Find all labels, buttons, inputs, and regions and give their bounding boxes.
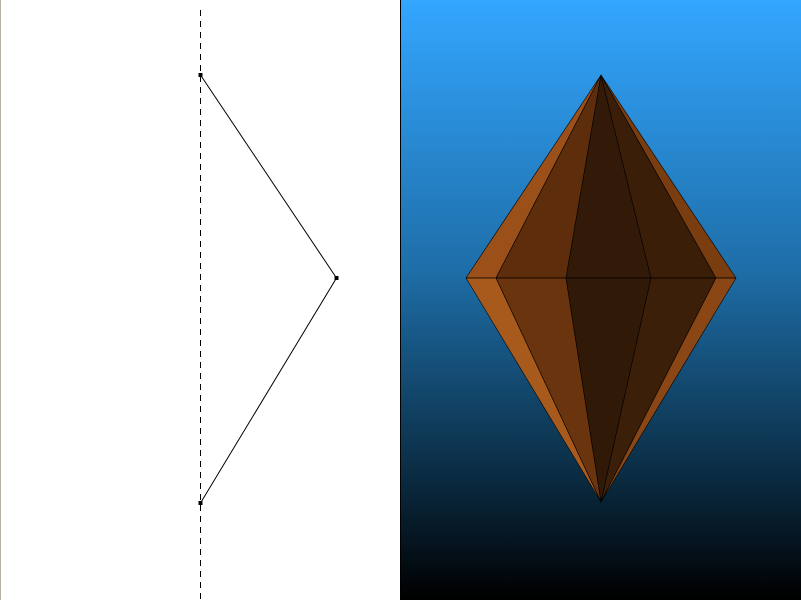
window-left-border bbox=[0, 0, 1, 600]
profile-node-middle[interactable] bbox=[334, 276, 339, 280]
profile-node-bottom[interactable] bbox=[198, 501, 203, 505]
profile-editor-canvas[interactable] bbox=[0, 0, 400, 600]
3d-preview-viewport[interactable] bbox=[401, 0, 801, 600]
profile-curve[interactable] bbox=[200, 74, 338, 504]
3d-preview-svg[interactable] bbox=[401, 0, 801, 600]
pane-divider[interactable] bbox=[400, 0, 401, 600]
profile-node-top[interactable] bbox=[198, 73, 203, 77]
lathed-mesh[interactable] bbox=[465, 74, 737, 503]
profile-editor-svg[interactable] bbox=[0, 0, 400, 600]
